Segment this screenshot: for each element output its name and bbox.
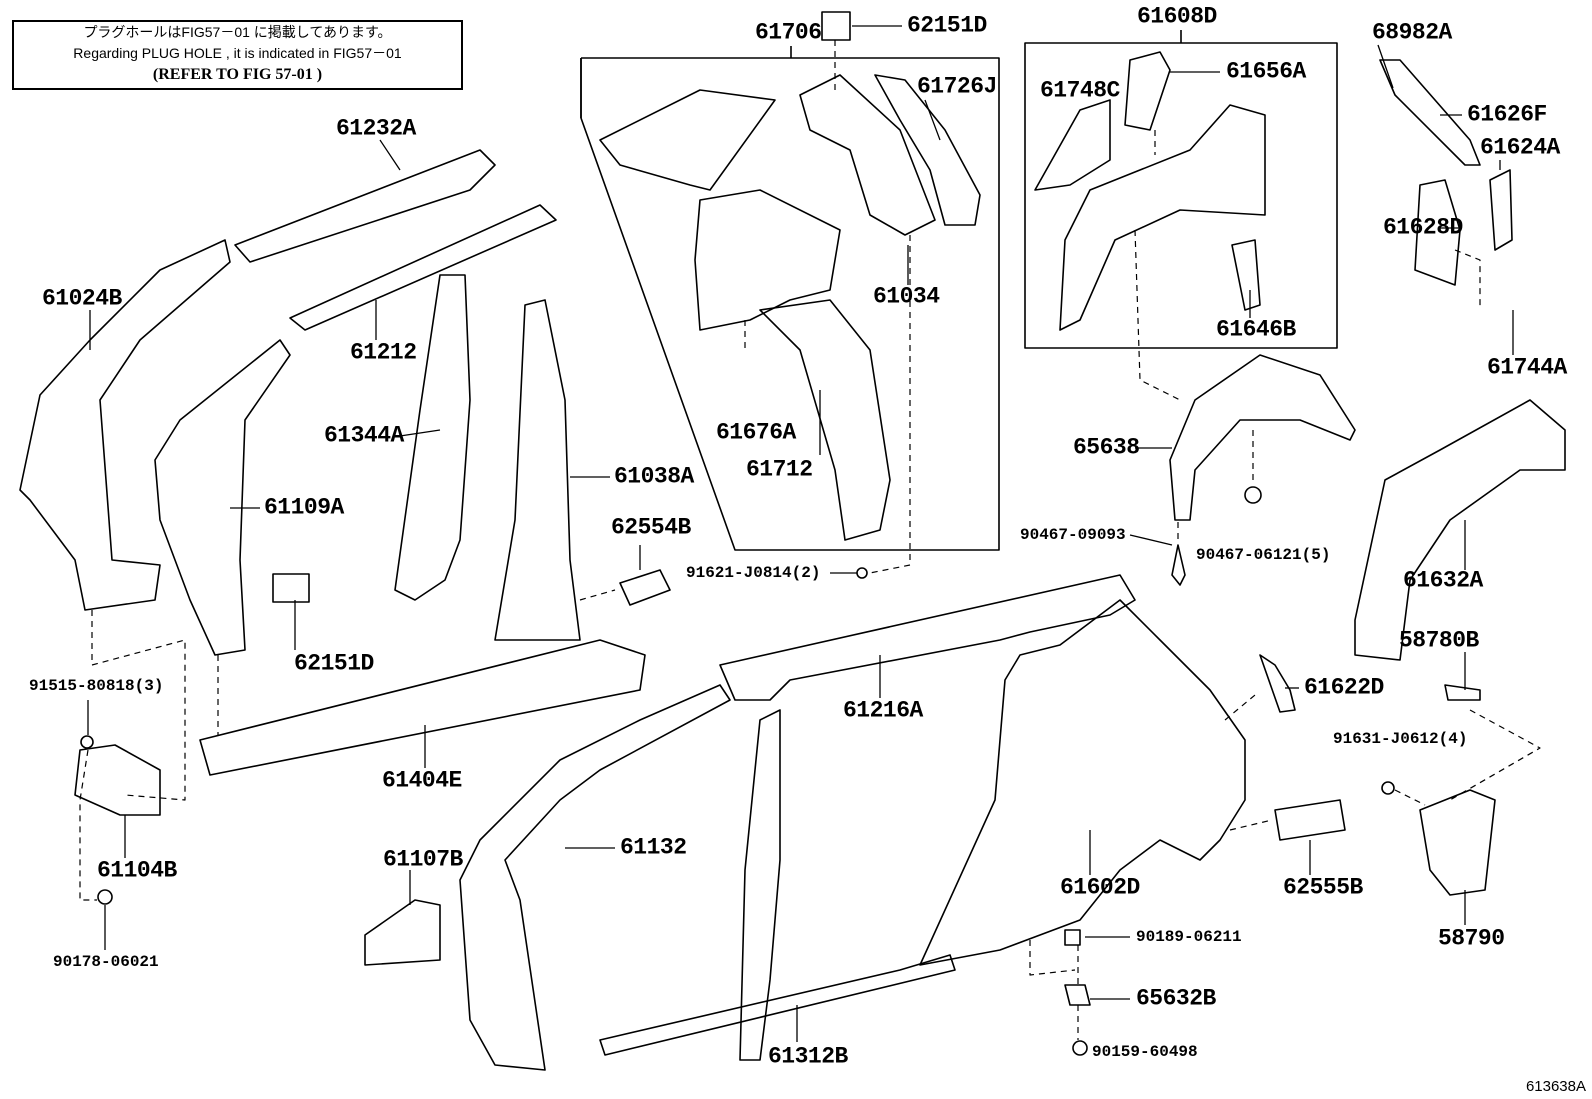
part-label-58780b[interactable]: 58780B — [1399, 627, 1479, 654]
part-label-61748c[interactable]: 61748C — [1040, 77, 1120, 104]
part-label-61132[interactable]: 61132 — [620, 834, 687, 861]
part-label-61104b[interactable]: 61104B — [97, 857, 177, 884]
part-label-62554b[interactable]: 62554B — [611, 514, 691, 541]
part-label-61744a[interactable]: 61744A — [1487, 354, 1567, 381]
part-label-91631-j0612-4-[interactable]: 91631-J0612(4) — [1333, 730, 1468, 748]
part-label-61632a[interactable]: 61632A — [1403, 567, 1483, 594]
part-label-61109a[interactable]: 61109A — [264, 494, 344, 521]
part-label-61608d[interactable]: 61608D — [1137, 3, 1217, 30]
part-label-90467-09093[interactable]: 90467-09093 — [1020, 526, 1126, 544]
plug-hole-note: プラグホールはFIG57－01 に掲載してあります。 Regarding PLU… — [12, 20, 463, 90]
part-label-61712[interactable]: 61712 — [746, 456, 813, 483]
part-label-61232a[interactable]: 61232A — [336, 115, 416, 142]
part-label-91515-80818-3-[interactable]: 91515-80818(3) — [29, 677, 164, 695]
part-label-61628d[interactable]: 61628D — [1383, 214, 1463, 241]
part-label-61656a[interactable]: 61656A — [1226, 58, 1306, 85]
part-label-62151d[interactable]: 62151D — [294, 650, 374, 677]
dashed-lines — [79, 40, 1541, 1040]
part-label-61404e[interactable]: 61404E — [382, 767, 462, 794]
leader-lines — [87, 25, 1514, 1042]
part-label-61312b[interactable]: 61312B — [768, 1043, 848, 1070]
part-label-65638[interactable]: 65638 — [1073, 434, 1140, 461]
part-label-61706[interactable]: 61706 — [755, 19, 822, 46]
part-label-62151d[interactable]: 62151D — [907, 12, 987, 39]
part-label-61646b[interactable]: 61646B — [1216, 316, 1296, 343]
part-label-61216a[interactable]: 61216A — [843, 697, 923, 724]
part-label-61624a[interactable]: 61624A — [1480, 134, 1560, 161]
part-label-61344a[interactable]: 61344A — [324, 422, 404, 449]
part-label-90189-06211[interactable]: 90189-06211 — [1136, 928, 1242, 946]
part-label-65632b[interactable]: 65632B — [1136, 985, 1216, 1012]
part-label-61034[interactable]: 61034 — [873, 283, 940, 310]
part-label-90178-06021[interactable]: 90178-06021 — [53, 953, 159, 971]
part-label-61726j[interactable]: 61726J — [917, 73, 997, 100]
note-japanese: プラグホールはFIG57－01 に掲載してあります。 — [83, 24, 392, 40]
part-label-90467-06121-5-[interactable]: 90467-06121(5) — [1196, 546, 1331, 564]
part-label-61602d[interactable]: 61602D — [1060, 874, 1140, 901]
note-english: Regarding PLUG HOLE , it is indicated in… — [73, 45, 402, 61]
part-label-91621-j0814-2-[interactable]: 91621-J0814(2) — [686, 564, 821, 582]
part-label-68982a[interactable]: 68982A — [1372, 19, 1452, 46]
part-label-61622d[interactable]: 61622D — [1304, 674, 1384, 701]
part-label-61626f[interactable]: 61626F — [1467, 101, 1547, 128]
part-label-90159-60498[interactable]: 90159-60498 — [1092, 1043, 1198, 1061]
part-label-61107b[interactable]: 61107B — [383, 846, 463, 873]
note-reference: (REFER TO FIG 57-01 ) — [152, 66, 323, 83]
part-label-58790[interactable]: 58790 — [1438, 925, 1505, 952]
part-label-61024b[interactable]: 61024B — [42, 285, 122, 312]
part-outlines — [19, 11, 1566, 1071]
part-label-61038a[interactable]: 61038A — [614, 463, 694, 490]
part-label-61676a[interactable]: 61676A — [716, 419, 796, 446]
part-label-62555b[interactable]: 62555B — [1283, 874, 1363, 901]
figure-number: 613638A — [1525, 1078, 1586, 1095]
part-label-61212[interactable]: 61212 — [350, 339, 417, 366]
